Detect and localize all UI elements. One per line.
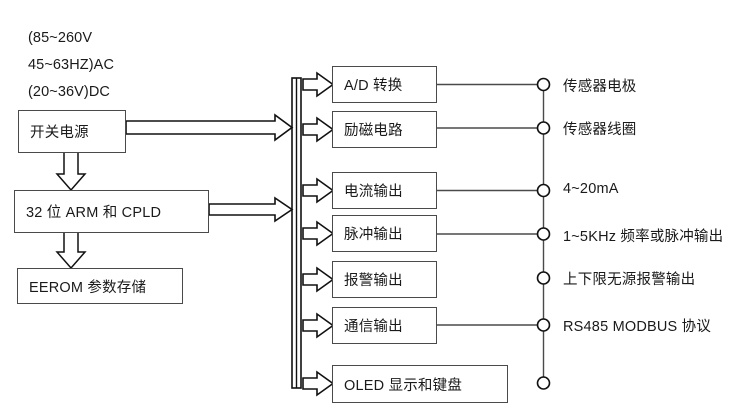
block-switch-power[interactable]: 开关电源	[18, 110, 126, 153]
block-eerom[interactable]: EEROM 参数存储	[17, 268, 183, 304]
arrow-arm-to-eerom	[55, 231, 87, 270]
block-communication-output[interactable]: 通信输出	[332, 307, 437, 344]
power-spec-line-1: (85~260V	[28, 30, 93, 46]
terminal-label-sensor-coil: 传感器线圈	[563, 122, 637, 138]
block-excitation-circuit-label: 励磁电路	[344, 123, 403, 139]
arrow-bus-to-excitation-circuit	[302, 116, 335, 143]
terminal-label-frequency-pulse: 1~5KHz 频率或脉冲输出	[563, 229, 724, 245]
block-pulse-output[interactable]: 脉冲输出	[332, 215, 437, 252]
block-pulse-output-label: 脉冲输出	[344, 227, 403, 243]
block-ad-conversion[interactable]: A/D 转换	[332, 66, 437, 103]
block-eerom-label: EEROM 参数存储	[29, 279, 147, 296]
block-arm-cpld[interactable]: 32 位 ARM 和 CPLD	[14, 190, 209, 233]
terminal-label-alarm-contact: 上下限无源报警输出	[563, 272, 696, 288]
terminal-label-current-loop: 4~20mA	[563, 181, 619, 197]
block-alarm-output[interactable]: 报警输出	[332, 261, 437, 298]
arrow-switch-power-to-bus	[125, 113, 294, 142]
arrow-switch-power-to-arm	[55, 151, 87, 192]
block-excitation-circuit[interactable]: 励磁电路	[332, 111, 437, 148]
terminal-label-rs485-modbus: RS485 MODBUS 协议	[563, 319, 712, 335]
arrow-bus-to-oled-display	[302, 370, 335, 397]
arrow-arm-cpld-to-bus	[208, 196, 294, 223]
arrow-bus-to-pulse-output	[302, 220, 335, 247]
block-oled-display[interactable]: OLED 显示和键盘	[332, 365, 508, 403]
block-alarm-output-label: 报警输出	[344, 273, 403, 289]
terminal-label-sensor-electrode: 传感器电极	[563, 79, 637, 95]
block-ad-conversion-label: A/D 转换	[344, 78, 403, 94]
arrow-bus-to-current-output	[302, 177, 335, 204]
block-arm-cpld-label: 32 位 ARM 和 CPLD	[26, 205, 162, 221]
block-switch-power-label: 开关电源	[30, 125, 89, 141]
block-current-output[interactable]: 电流输出	[332, 172, 437, 209]
block-communication-output-label: 通信输出	[344, 319, 403, 335]
power-spec-line-3: (20~36V)DC	[28, 84, 110, 100]
terminal-circles	[536, 77, 551, 390]
block-current-output-label: 电流输出	[344, 184, 403, 200]
arrow-bus-to-ad-conversion	[302, 71, 335, 98]
arrow-bus-to-alarm-output	[302, 266, 335, 293]
power-spec-line-2: 45~63HZ)AC	[28, 57, 115, 73]
block-oled-display-label: OLED 显示和键盘	[344, 377, 463, 394]
vertical-bus	[291, 77, 302, 389]
arrow-bus-to-communication-output	[302, 312, 335, 339]
